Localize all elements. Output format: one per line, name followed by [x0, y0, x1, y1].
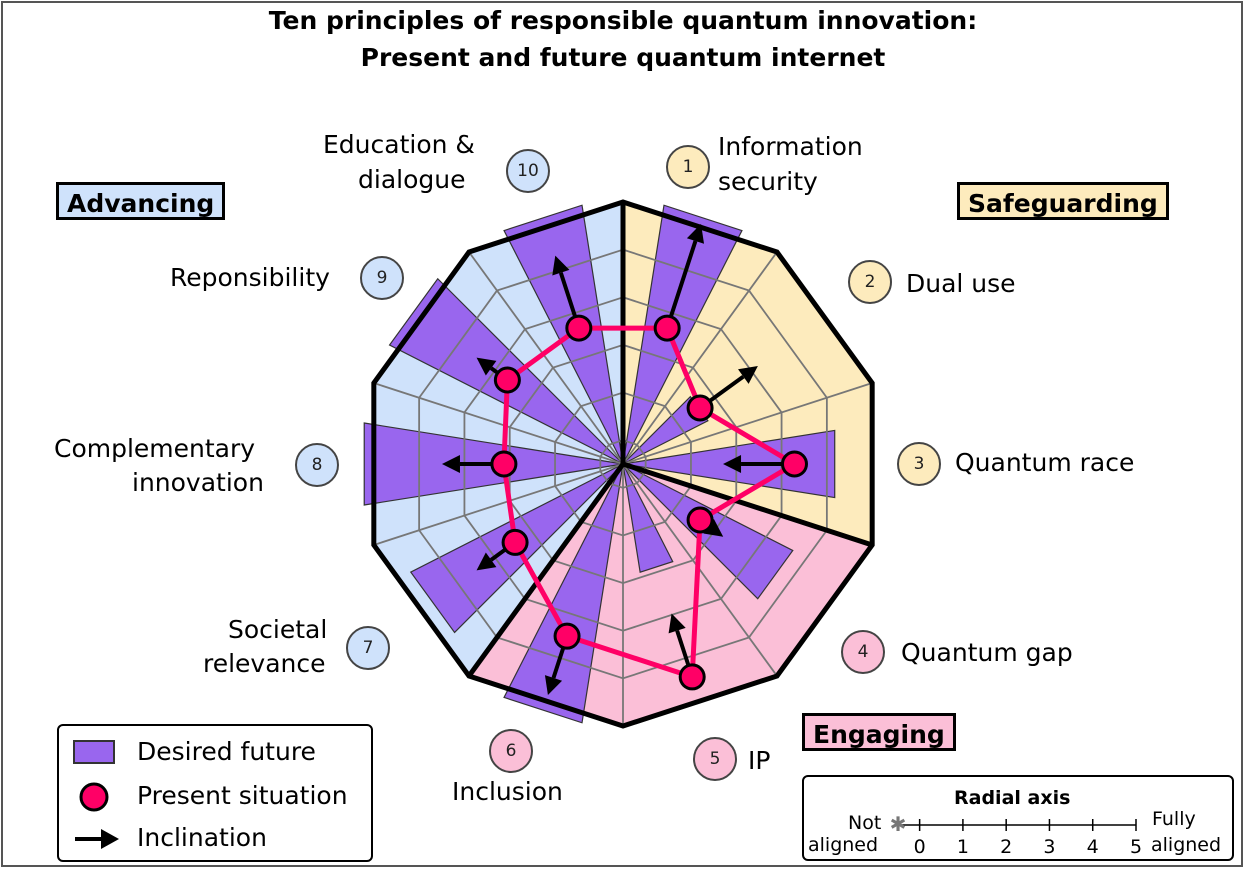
radial-axis-title: Radial axis [954, 787, 1071, 809]
chart-title-line2: Present and future quantum internet [360, 43, 886, 72]
desired-wedge-6 [503, 463, 624, 724]
group-label-engaging: Engaging [802, 713, 956, 751]
principle-5-label: IP [748, 746, 771, 775]
radial-axis-scale: ✱ 0 1 2 3 4 5 [890, 812, 1142, 858]
principle-4-badge: 4 [841, 630, 885, 674]
inclination-arrowhead-6 [544, 675, 563, 696]
grid-spoke-9 [468, 251, 624, 465]
radial-axis-origin-star: ✱ [890, 812, 907, 836]
present-marker-5 [678, 663, 706, 691]
legend-swatch-desired [73, 740, 115, 764]
inclination-arrowhead-10 [552, 255, 570, 276]
grid-spoke-1 [622, 251, 778, 465]
present-marker-4 [686, 506, 714, 534]
radial-axis-right-line2: aligned [1151, 834, 1222, 856]
radial-axis-key: Radial axis Not aligned Fully aligned ✱ 0… [802, 775, 1234, 861]
legend-marker-present [79, 782, 109, 812]
principle-2-label: Dual use [906, 269, 1016, 298]
inclination-arrowhead-2 [738, 366, 758, 384]
grid-spoke-8 [373, 382, 624, 465]
present-marker-9 [493, 366, 521, 394]
desired-wedge-5 [622, 463, 674, 574]
grid-spoke-2 [622, 382, 873, 465]
present-marker-6 [553, 622, 581, 650]
principle-6-label: Inclusion [452, 777, 563, 806]
principle-2-badge: 2 [848, 260, 892, 304]
outer-border [371, 199, 875, 729]
chart-title-line1: Ten principles of responsible quantum in… [268, 6, 978, 35]
radial-tick-label-1: 1 [957, 836, 969, 858]
present-marker-7 [501, 528, 529, 556]
principle-10-label-line1: Education & [323, 130, 475, 159]
principle-3-badge: 3 [897, 442, 941, 486]
principle-4-label: Quantum gap [901, 638, 1073, 667]
inclination-arrow-1 [665, 240, 698, 329]
present-marker-10 [565, 314, 593, 342]
present-marker-3 [780, 450, 808, 478]
principle-9-badge: 9 [360, 256, 404, 300]
radial-axis-left-line2: aligned [808, 834, 879, 856]
legend-label-present: Present situation [137, 781, 348, 810]
legend: Desired future Present situation Inclina… [57, 724, 373, 862]
radial-tick-label-2: 2 [1000, 836, 1012, 858]
principle-5-badge: 5 [693, 737, 737, 781]
desired-wedge-10 [503, 204, 624, 465]
inclination-arrowhead-7 [476, 552, 497, 571]
principle-3-label: Quantum race [955, 448, 1135, 477]
principle-1-label-line1: Information [718, 132, 863, 161]
radial-axis-right-line1: Fully [1152, 808, 1196, 830]
radial-axis-left-line1: Not [848, 812, 882, 834]
principle-1-label-line2: security [718, 167, 818, 196]
group-divider-6 [466, 462, 626, 678]
radial-tick-label-5: 5 [1130, 836, 1142, 858]
group-label-advancing: Advancing [56, 182, 226, 220]
inclination-arrowhead-8 [441, 455, 460, 473]
group-divider-3 [622, 461, 873, 548]
radial-tick-label-4: 4 [1087, 836, 1099, 858]
inclination-arrowhead-5 [668, 613, 686, 634]
principle-7-label-line2: relevance [203, 649, 326, 678]
principle-8-badge: 8 [295, 443, 339, 487]
principle-10-badge: 10 [506, 149, 550, 193]
present-marker-2 [686, 394, 714, 422]
legend-arrow-icon [75, 829, 119, 849]
principle-7-badge: 7 [346, 626, 390, 670]
present-marker-8 [490, 450, 518, 478]
principle-7-label-line1: Societal [228, 615, 328, 644]
principle-10-label-line2: dialogue [358, 165, 466, 194]
principle-9-label: Reponsibility [170, 263, 330, 292]
legend-label-inclination: Inclination [137, 823, 267, 852]
inclination-arrowhead-3 [723, 455, 742, 473]
present-marker-1 [653, 314, 681, 342]
principle-6-badge: 6 [489, 729, 533, 773]
inclination-arrowhead-9 [476, 357, 497, 376]
sector-background-5 [623, 464, 777, 726]
inclination-arrowhead-1 [686, 223, 705, 244]
radial-tick-label-0: 0 [914, 836, 926, 858]
legend-label-desired: Desired future [137, 737, 316, 766]
radial-tick-label-3: 3 [1043, 836, 1055, 858]
principle-1-badge: 1 [666, 145, 710, 189]
inclination-arrowhead-4 [703, 518, 724, 537]
principle-8-label-line1: Complementary [54, 434, 256, 463]
group-label-safeguarding: Safeguarding [957, 182, 1169, 220]
grid-spoke-7 [373, 463, 624, 546]
principle-8-label-line2: innovation [132, 468, 264, 497]
desired-wedge-1 [622, 204, 743, 465]
